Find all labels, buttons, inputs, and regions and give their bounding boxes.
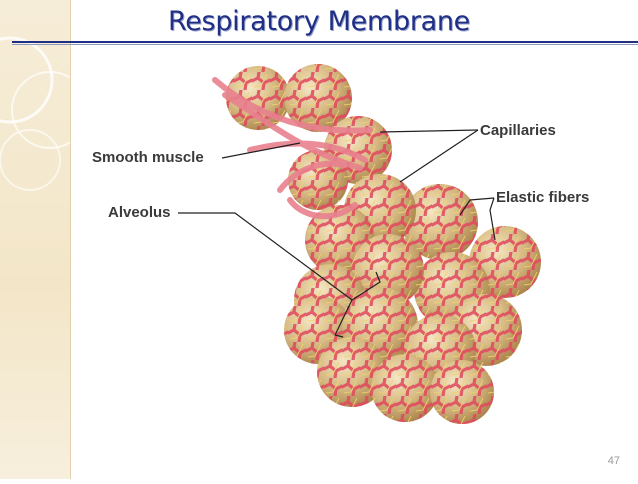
label-smooth-muscle: Smooth muscle <box>92 149 204 166</box>
smooth-muscle-bands <box>212 77 373 220</box>
label-elastic-fibers: Elastic fibers <box>496 189 590 206</box>
decorative-rings <box>0 36 89 191</box>
label-alveolus: Alveolus <box>108 204 171 221</box>
decorative-side-band <box>0 0 89 479</box>
alveolus-sphere <box>284 64 352 132</box>
alveolus-sphere <box>402 184 478 260</box>
title-divider-secondary <box>12 44 638 45</box>
page-number: 47 <box>607 455 620 467</box>
slide-title: Respiratory Membrane <box>168 6 470 37</box>
alveolus-sphere <box>317 337 387 407</box>
alveolus-sphere <box>371 354 439 422</box>
title-divider <box>12 41 638 43</box>
label-capillaries: Capillaries <box>480 122 556 139</box>
leader-lines <box>178 129 496 338</box>
alveolus-sphere <box>430 360 494 424</box>
